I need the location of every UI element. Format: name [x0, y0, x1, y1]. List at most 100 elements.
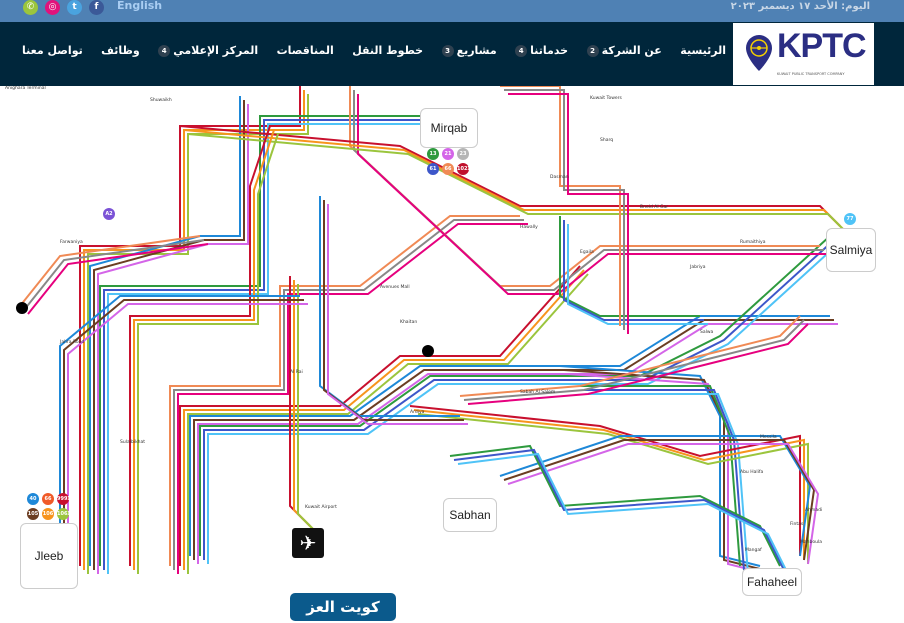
route-badge-40[interactable]: 40: [27, 493, 39, 505]
nav-contact[interactable]: تواصل معنا: [22, 44, 83, 57]
bus-route-line[interactable]: [327, 204, 468, 425]
nav-tenders[interactable]: المناقصات: [277, 44, 334, 57]
route-badge-106[interactable]: 106: [42, 508, 54, 520]
bus-route-line[interactable]: [467, 323, 809, 405]
bus-route-line[interactable]: [129, 125, 271, 566]
route-badge-102X[interactable]: 102X: [457, 163, 471, 175]
station-label[interactable]: Dasman: [550, 175, 569, 180]
route-badge-61[interactable]: 61: [427, 163, 439, 175]
bus-route-line[interactable]: [580, 385, 741, 567]
station-label[interactable]: Al Rai: [290, 370, 303, 375]
station-label[interactable]: Farwaniya: [60, 240, 83, 245]
bus-route-line[interactable]: [559, 365, 761, 567]
nav-transport-lines[interactable]: خطوط النقل: [352, 44, 423, 57]
bus-route-line[interactable]: [23, 239, 205, 311]
station-label[interactable]: Salwa: [700, 330, 714, 335]
hub-sabhan[interactable]: Sabhan: [443, 498, 497, 532]
bus-route-line[interactable]: [59, 295, 300, 566]
bus-route-line[interactable]: [563, 369, 765, 571]
station-label[interactable]: Sabah Al Salem: [520, 390, 556, 395]
bus-route-line[interactable]: [133, 129, 275, 570]
station-label[interactable]: Kuwait Towers: [590, 96, 622, 101]
instagram-icon[interactable]: ◎: [45, 0, 60, 15]
nav-services[interactable]: خدماتنا4: [515, 44, 568, 57]
nav-home[interactable]: الرئيسية: [680, 44, 726, 57]
bus-route-line[interactable]: [89, 96, 241, 566]
station-label[interactable]: Mangaf: [745, 548, 762, 553]
bus-route-line[interactable]: [203, 239, 835, 560]
station-label[interactable]: Mahboula: [800, 540, 822, 545]
bus-route-line[interactable]: [99, 115, 420, 566]
route-badge-77[interactable]: 77: [844, 213, 856, 225]
bus-route-line[interactable]: [207, 243, 839, 564]
station-label[interactable]: Avenues Mall: [380, 285, 410, 290]
bus-route-line[interactable]: [463, 319, 805, 401]
bus-route-line[interactable]: [87, 94, 309, 574]
route-badge-23[interactable]: 23: [457, 148, 469, 160]
bus-route-line[interactable]: [457, 452, 789, 575]
station-label[interactable]: Rumaithiya: [740, 240, 766, 245]
bus-route-map[interactable]: [0, 86, 904, 586]
hub-salmiya[interactable]: Salmiya: [826, 228, 876, 272]
bus-route-line[interactable]: [508, 93, 629, 334]
bus-route-line[interactable]: [103, 119, 424, 570]
station-label[interactable]: Jahra Road: [60, 340, 85, 345]
bus-route-line[interactable]: [459, 315, 801, 397]
bus-route-line[interactable]: [563, 220, 704, 321]
bus-route-line[interactable]: [504, 89, 625, 330]
bus-route-line[interactable]: [413, 409, 805, 560]
whatsapp-icon[interactable]: ✆: [23, 0, 38, 15]
station-label[interactable]: Shuwaikh: [150, 98, 172, 103]
route-badge-66[interactable]: 66: [42, 493, 54, 505]
bus-route-line[interactable]: [19, 235, 201, 307]
station-label[interactable]: Ahmadi: [805, 508, 823, 513]
bus-route-line[interactable]: [67, 303, 308, 574]
station-label[interactable]: Sulaibikhat: [120, 440, 146, 445]
bus-route-line[interactable]: [177, 223, 528, 574]
bus-route-line[interactable]: [137, 133, 279, 574]
route-badge-66[interactable]: 66: [442, 163, 454, 175]
station-label[interactable]: Abu Halifa: [740, 470, 764, 475]
bus-route-line[interactable]: [63, 299, 304, 570]
bus-route-line[interactable]: [499, 435, 812, 557]
language-link[interactable]: English: [117, 0, 163, 12]
bus-route-line[interactable]: [173, 219, 524, 570]
bus-route-line[interactable]: [107, 123, 428, 574]
bus-route-line[interactable]: [588, 393, 749, 575]
bus-route-line[interactable]: [500, 86, 621, 326]
bus-route-line[interactable]: [187, 273, 589, 574]
route-badge-a2[interactable]: A2: [103, 208, 115, 220]
bus-route-line[interactable]: [183, 269, 585, 570]
bus-route-line[interactable]: [297, 284, 319, 535]
station-label[interactable]: Jabriya: [690, 265, 706, 270]
bus-route-line[interactable]: [503, 439, 816, 561]
route-badge-999X[interactable]: 999X: [57, 493, 71, 505]
bus-route-line[interactable]: [507, 443, 820, 565]
hub-jleeb[interactable]: Jleeb: [20, 523, 78, 589]
bus-route-line[interactable]: [179, 265, 581, 566]
bus-route-line[interactable]: [349, 86, 820, 287]
station-label[interactable]: Fintas: [790, 522, 804, 527]
station-label[interactable]: Anighara Terminal: [5, 86, 46, 91]
bus-route-line[interactable]: [409, 405, 801, 556]
hub-fahaheel[interactable]: Fahaheel: [742, 568, 802, 596]
bus-route-line[interactable]: [559, 216, 700, 317]
bus-route-line[interactable]: [567, 224, 708, 325]
bus-route-line[interactable]: [187, 133, 849, 235]
terminal-dot[interactable]: [422, 345, 434, 357]
station-label[interactable]: Khaitan: [400, 320, 418, 325]
kptc-logo[interactable]: KPTC KUWAIT PUBLIC TRANSPORT COMPANY: [733, 23, 874, 85]
station-label[interactable]: Egaila: [580, 250, 594, 255]
nav-about[interactable]: عن الشركة2: [586, 44, 662, 57]
twitter-icon[interactable]: t: [67, 0, 82, 15]
station-label[interactable]: Bneid Al Gar: [640, 205, 669, 210]
station-label[interactable]: Ardiya: [410, 410, 425, 415]
route-badge-105[interactable]: 105: [27, 508, 39, 520]
nav-projects[interactable]: مشاريع3: [441, 44, 497, 57]
bus-route-line[interactable]: [584, 389, 745, 571]
bus-route-line[interactable]: [169, 215, 520, 566]
nav-jobs[interactable]: وظائف: [101, 44, 140, 57]
hub-mirqab[interactable]: Mirqab: [420, 108, 478, 148]
terminal-dot[interactable]: [16, 302, 28, 314]
bus-route-line[interactable]: [199, 235, 831, 556]
